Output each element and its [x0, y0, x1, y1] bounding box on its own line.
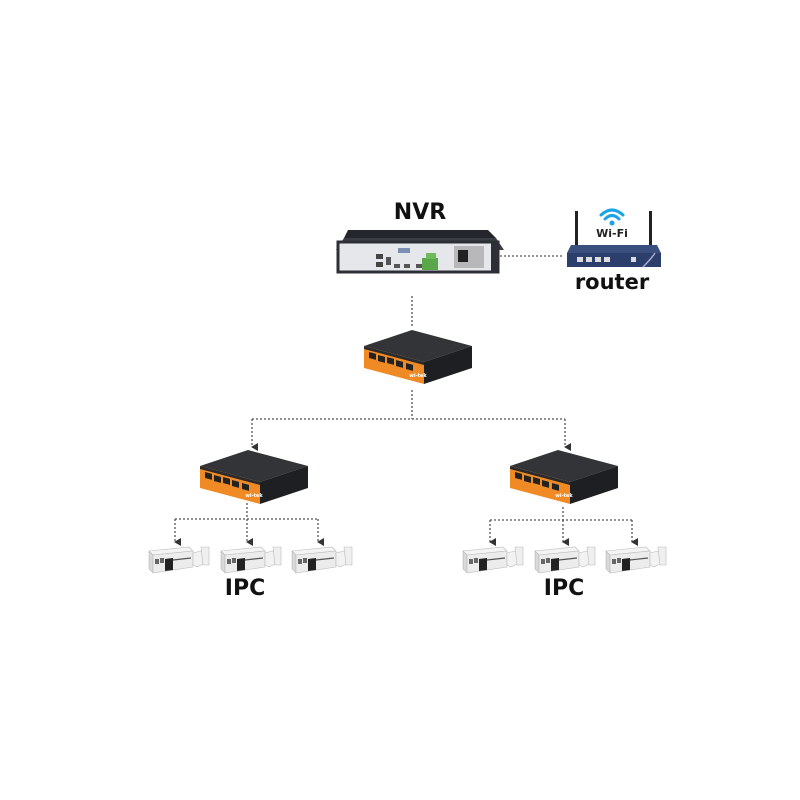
ip-camera-icon	[534, 546, 596, 574]
ip-camera-icon	[462, 546, 524, 574]
core-switch-brand: wi-tek	[409, 373, 427, 379]
nvr-label: NVR	[393, 200, 447, 225]
core-switch-icon: wi-tek	[364, 330, 472, 384]
ip-camera-icon	[148, 546, 210, 574]
left-switch-icon: wi-tek	[200, 450, 308, 504]
ipc-left-label: IPC	[224, 576, 266, 601]
router-device-icon: Wi-Fi	[567, 208, 661, 268]
ip-camera-icon	[220, 546, 282, 574]
ipc-right-label: IPC	[543, 576, 585, 601]
right-switch-brand: wi-tek	[555, 493, 573, 499]
wifi-icon	[599, 208, 625, 221]
ip-camera-icon	[291, 546, 353, 574]
ip-camera-icon	[605, 546, 667, 574]
left-switch-brand: wi-tek	[245, 493, 263, 499]
wifi-text: Wi-Fi	[596, 227, 628, 240]
right-switch-icon: wi-tek	[510, 450, 618, 504]
nvr-device-icon	[336, 230, 504, 274]
router-label: router	[574, 270, 650, 294]
